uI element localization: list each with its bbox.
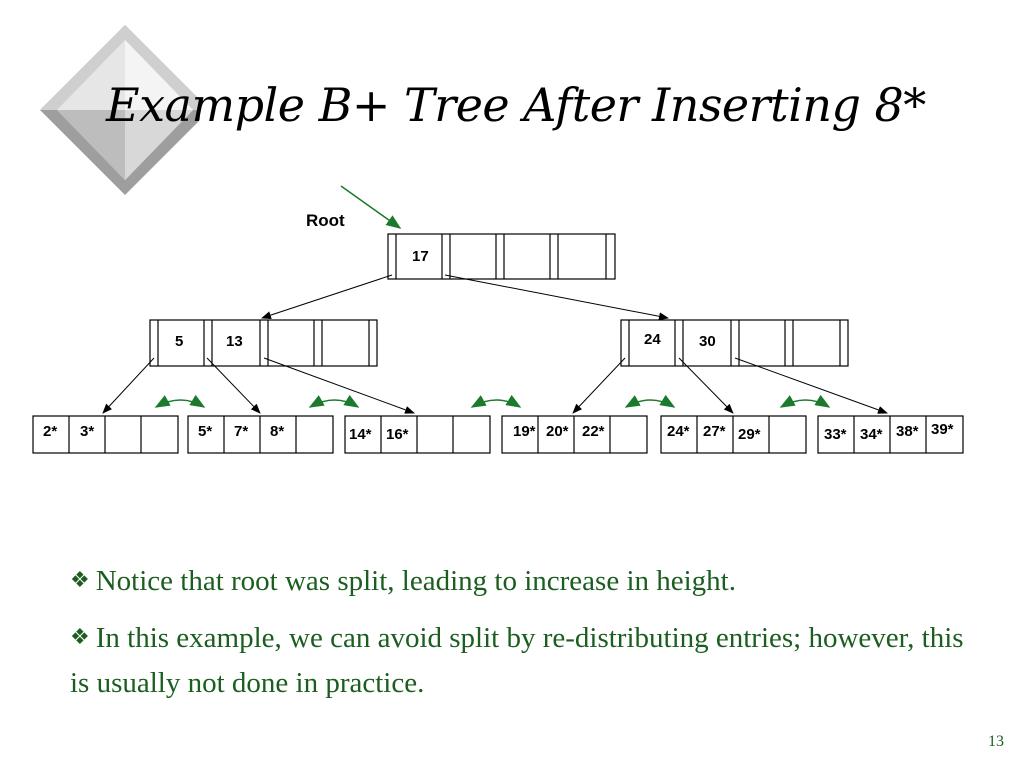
leaf-node-1 [32,415,179,454]
leaf-entry: 38* [896,423,919,440]
leaf-entry: 39* [931,421,954,438]
child-pointer [678,357,734,414]
slide-title: Example B+ Tree After Inserting 8* [106,78,926,132]
leaf-entry: 2* [43,423,57,440]
root-pointer-arrow [340,185,402,229]
leaf-node-4 [501,415,648,454]
leaf-entry: 7* [234,423,248,440]
root-label: Root [306,211,345,230]
internal-left-key-2: 13 [226,333,243,350]
four-petal-flower-icon: ❖ [70,568,90,593]
child-pointer [102,357,155,414]
leaf-entry: 24* [667,423,690,440]
leaf-node-6 [817,415,964,454]
leaf-entry: 29* [738,426,761,443]
four-petal-flower-icon: ❖ [70,625,90,650]
leaf-entry: 5* [198,423,212,440]
child-pointer [572,357,626,414]
child-pointer [263,357,415,414]
leaf-entry: 27* [703,423,726,440]
leaf-entry: 34* [860,426,883,443]
internal-node-left [149,319,378,367]
leaf-node-2 [187,415,334,454]
bullet-list: ❖Notice that root was split, leading to … [70,560,970,716]
bullet-item: ❖In this example, we can avoid split by … [70,617,970,704]
sibling-link-arrow [470,394,522,408]
diamond-decoration-icon [40,25,200,195]
leaf-entry: 16* [386,426,409,443]
bplus-tree-diagram: Root 17 5 13 [32,185,964,454]
leaf-entry: 3* [80,423,94,440]
leaf-entry: 33* [824,426,847,443]
leaf-entry: 20* [546,423,569,440]
sibling-link-arrow [308,394,360,408]
sibling-link-arrow [154,394,206,408]
leaf-entry: 14* [349,426,372,443]
root-key: 17 [412,248,429,265]
bullet-text: In this example, we can avoid split by r… [70,622,964,699]
leaf-entry: 22* [582,423,605,440]
bullet-text: Notice that root was split, leading to i… [95,565,736,597]
sibling-link-arrow [624,394,676,408]
leaf-entry: 19* [513,423,536,440]
bullet-item: ❖Notice that root was split, leading to … [70,560,970,605]
internal-left-key-1: 5 [175,333,183,350]
child-pointer [734,357,888,414]
leaf-entry: 8* [270,423,284,440]
leaf-node-3 [344,415,491,454]
root-right-pointer [444,274,669,321]
internal-node-right [620,319,849,367]
page-number: 13 [988,733,1004,750]
internal-right-key-2: 30 [699,333,716,350]
child-pointer [206,357,261,414]
sibling-link-arrow [779,394,831,408]
internal-right-key-1: 24 [644,331,661,348]
root-left-pointer [261,274,393,319]
root-node [387,233,616,280]
leaf-node-5 [660,415,807,454]
